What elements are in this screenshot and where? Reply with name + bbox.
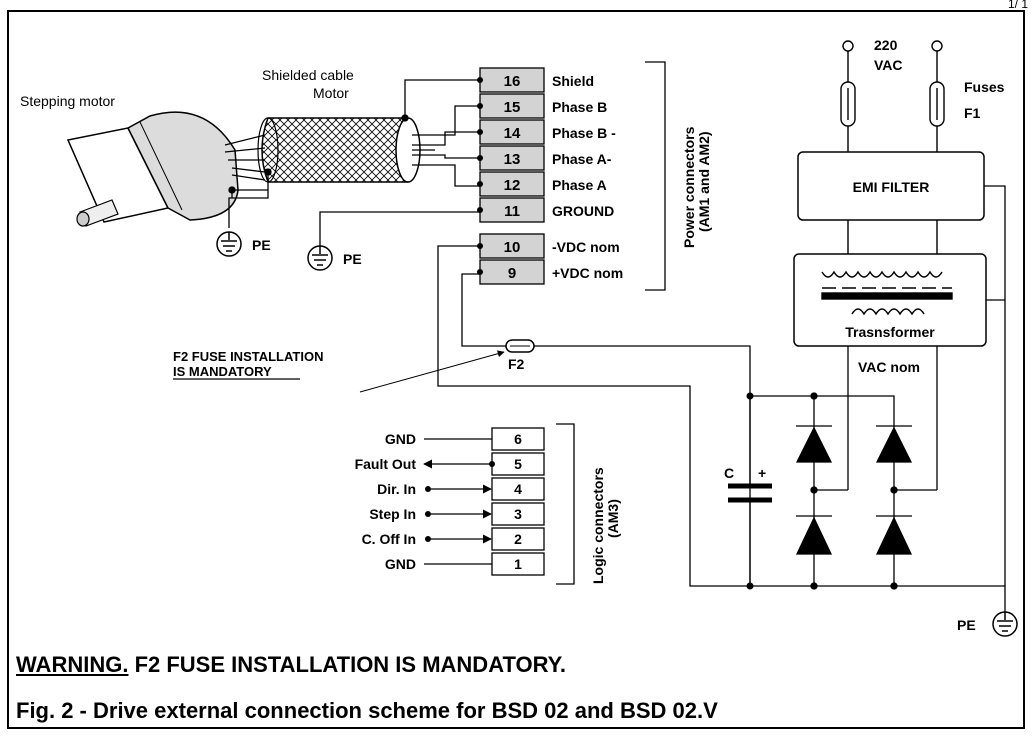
power-terminal-11[interactable]: 11 GROUND	[477, 197, 614, 223]
terminal-number: 2	[514, 531, 522, 547]
ground-icon	[307, 245, 333, 271]
logic-terminal-4[interactable]: 4 Dir. In	[377, 477, 545, 501]
terminal-label: GND	[385, 556, 416, 572]
stepping-motor-label: Stepping motor	[20, 93, 115, 109]
warning-rest: F2 FUSE INSTALLATION IS MANDATORY.	[128, 652, 567, 677]
logic-connectors-label: Logic connectors	[590, 467, 606, 584]
terminal-label: -VDC nom	[552, 239, 620, 255]
f2-fuse	[505, 339, 535, 353]
mains-input	[840, 40, 945, 152]
terminal-number: 13	[504, 151, 521, 168]
power-terminal-12[interactable]: 12 Phase A	[477, 171, 607, 197]
page-number: 1/ 1	[1007, 0, 1028, 11]
power-terminal-14[interactable]: 14 Phase B -	[477, 119, 616, 145]
stepping-motor	[66, 111, 239, 227]
power-connectors-label: Power connectors	[681, 126, 697, 248]
terminal-number: 4	[514, 481, 522, 497]
pe-label-motor: PE	[252, 237, 271, 253]
terminal-label: GROUND	[552, 203, 614, 219]
pe-label-cable: PE	[343, 251, 362, 267]
power-bracket	[645, 61, 666, 291]
f2-note-line1: F2 FUSE INSTALLATION	[173, 349, 323, 364]
terminal-label: Phase B -	[552, 125, 616, 141]
terminal-number: 12	[504, 177, 521, 194]
f2-note-arrow	[359, 350, 505, 393]
ground-icon	[216, 231, 242, 257]
terminal-label: Shield	[552, 73, 594, 89]
logic-connectors-sub: (AM3)	[605, 499, 621, 538]
logic-terminal-3[interactable]: 3 Step In	[369, 502, 545, 526]
shielded-cable	[257, 117, 421, 183]
power-connectors-sub: (AM1 and AM2)	[696, 131, 712, 232]
terminal-label: Phase A-	[552, 151, 612, 167]
vac-nom-label: VAC nom	[858, 359, 920, 375]
terminal-number: 9	[508, 265, 516, 282]
capacitor-label: C	[724, 465, 734, 481]
terminal-number: 3	[514, 506, 522, 522]
mains-voltage-label: 220	[874, 37, 898, 53]
power-terminal-block: 16 Shield 15 Phase B 14 Phase B - 13 Phase A- 12…	[477, 67, 623, 285]
terminal-label: Fault Out	[355, 456, 417, 472]
transformer-windings	[821, 270, 953, 316]
figure-caption: Fig. 2 - Drive external connection schem…	[16, 698, 718, 723]
emi-filter-label: EMI FILTER	[853, 179, 930, 195]
fuses-label: Fuses	[964, 79, 1005, 95]
capacitor	[728, 392, 772, 590]
terminal-label: GND	[385, 431, 416, 447]
logic-terminal-5[interactable]: 5 Fault Out	[355, 452, 545, 476]
terminal-label: +VDC nom	[552, 265, 623, 281]
terminal-number: 15	[504, 99, 521, 116]
logic-terminal-6[interactable]: 6 GND	[385, 427, 545, 451]
terminal-number: 16	[504, 73, 521, 90]
logic-bracket	[556, 423, 575, 585]
terminal-number: 1	[514, 556, 522, 572]
ground-icon	[992, 611, 1018, 637]
terminal-label: Dir. In	[377, 481, 416, 497]
f1-label: F1	[964, 105, 981, 121]
terminal-label: Step In	[369, 506, 416, 522]
terminal-number: 6	[514, 431, 522, 447]
terminal-number: 14	[504, 125, 521, 142]
f2-note-line2: IS MANDATORY	[173, 364, 272, 379]
power-terminal-16[interactable]: 16 Shield	[477, 67, 594, 93]
f2-label: F2	[508, 356, 525, 372]
shielded-cable-label: Shielded cable	[262, 67, 354, 83]
power-terminal-9[interactable]: 9 +VDC nom	[477, 259, 623, 285]
figure-frame	[7, 10, 1025, 729]
pe-label-right: PE	[957, 617, 976, 633]
terminal-label: Phase A	[552, 177, 607, 193]
cable-to-terminal-wires	[401, 79, 480, 187]
mains-vac-label: VAC	[874, 57, 903, 73]
terminal-label: C. Off In	[362, 531, 416, 547]
warning-underlined: WARNING.	[16, 652, 129, 677]
motor-label: Motor	[313, 85, 349, 101]
terminal-number: 10	[504, 239, 521, 256]
capacitor-plus: +	[758, 465, 766, 481]
power-terminal-15[interactable]: 15 Phase B	[477, 93, 607, 119]
terminal-label: Phase B	[552, 99, 607, 115]
logic-terminal-1[interactable]: 1 GND	[385, 552, 545, 576]
power-terminal-13[interactable]: 13 Phase A-	[477, 145, 612, 171]
logic-terminal-2[interactable]: 2 C. Off In	[362, 527, 545, 551]
terminal-number: 5	[514, 456, 522, 472]
terminal-number: 11	[504, 203, 520, 220]
power-terminal-10[interactable]: 10 -VDC nom	[477, 233, 620, 259]
transformer-label: Trasnsformer	[845, 324, 935, 340]
warning-text: WARNING. F2 FUSE INSTALLATION IS MANDATO…	[16, 652, 566, 678]
motor-pe-wiring	[228, 168, 480, 246]
